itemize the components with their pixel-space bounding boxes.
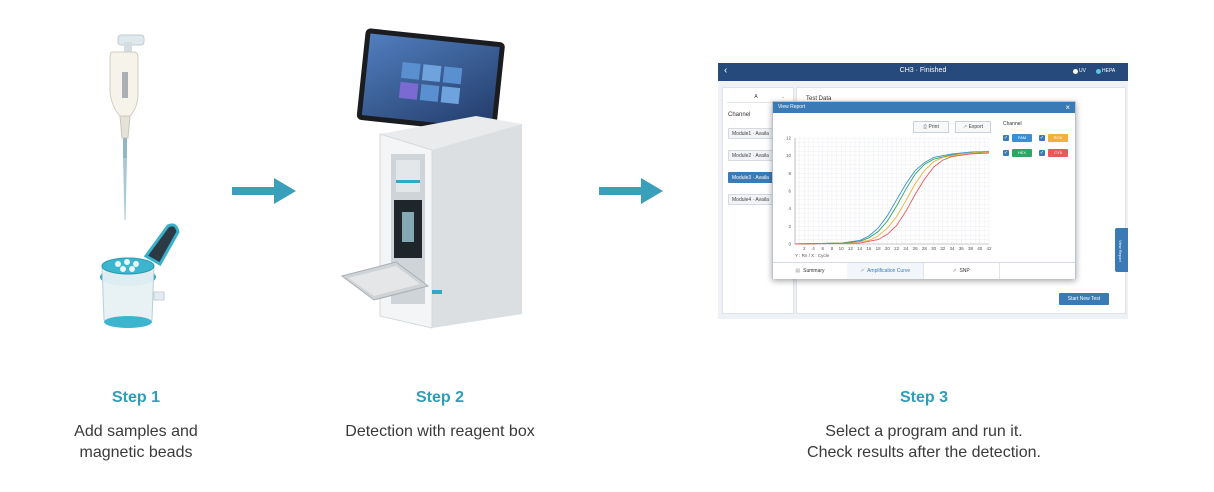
channel-pill-hex[interactable]: HEX [1012, 149, 1032, 157]
checkbox-cy5[interactable]: ✓ [1039, 150, 1045, 156]
step-2-description: Detection with reagent box [345, 423, 535, 440]
series-line-hex [794, 151, 990, 245]
chevron-down-icon: ⌄ [780, 94, 785, 100]
step-1-title: Step 1 [111, 389, 160, 406]
step-1-description: Add samples and magnetic beads [74, 423, 198, 461]
y-tick-label: 0 [788, 242, 791, 247]
x-tick-label: 10 [839, 246, 845, 251]
close-icon[interactable]: × [1065, 103, 1070, 112]
print-button[interactable]: ⎙ Print [913, 121, 949, 133]
x-tick-label: 38 [968, 246, 974, 251]
x-tick-label: 42 [986, 246, 992, 251]
x-tick-label: 40 [977, 246, 983, 251]
checkbox-rox[interactable]: ✓ [1039, 135, 1045, 141]
tab-amplification-curve[interactable]: ↗Amplification Curve [847, 263, 924, 279]
x-tick-label: 4 [812, 246, 815, 251]
uv-icon [1073, 69, 1078, 74]
x-tick-label: 6 [821, 246, 824, 251]
axis-caption: Y : Rn / X : Cycle [795, 253, 830, 258]
step-3-title: Step 3 [899, 389, 948, 406]
channel-pill-fam[interactable]: FAM [1012, 134, 1032, 142]
y-tick-label: 10 [786, 153, 792, 158]
app-header: ‹ CH3 · Finished UV HEPA [718, 63, 1128, 81]
x-tick-label: 32 [940, 246, 946, 251]
software-screenshot: ‹ CH3 · Finished UV HEPA A ⌄ Channel Mod… [718, 63, 1128, 319]
dialog-tabs: ▤Summary ↗Amplification Curve ↗SNP [773, 262, 1075, 279]
export-icon: ↗ [962, 124, 969, 130]
test-data-label: Test Data [806, 96, 832, 102]
checkbox-hex[interactable]: ✓ [1003, 150, 1009, 156]
channel-label: Channel [728, 112, 751, 118]
series-line-fam [794, 150, 990, 245]
snp-icon: ↗ [952, 268, 957, 274]
view-report-dialog: View Report × ⎙ Print ↗ Export Channel ✓… [772, 101, 1076, 279]
app-title: CH3 · Finished [899, 67, 947, 74]
start-new-test-button[interactable]: Start New Test [1059, 293, 1109, 305]
step-3-description: Select a program and run it. Check resul… [807, 423, 1041, 461]
export-button[interactable]: ↗ Export [955, 121, 991, 133]
checkbox-fam[interactable]: ✓ [1003, 135, 1009, 141]
x-tick-label: 34 [950, 246, 956, 251]
x-tick-label: 14 [857, 246, 863, 251]
pipette-and-tube-illustration [100, 34, 180, 328]
series-line-cy5 [794, 152, 990, 245]
y-tick-label: 8 [788, 171, 791, 176]
x-tick-label: 36 [959, 246, 965, 251]
channel-pill-rox[interactable]: ROX [1048, 134, 1068, 142]
view-report-tab[interactable]: View Report [1115, 228, 1128, 272]
channel-pill-cy5[interactable]: CY5 [1048, 149, 1068, 157]
hepa-status: HEPA [1102, 68, 1116, 74]
x-tick-label: 18 [876, 246, 882, 251]
arrow-right-icon [232, 178, 296, 204]
y-tick-label: 12 [786, 136, 792, 141]
fan-icon [1096, 69, 1101, 74]
x-tick-label: 2 [803, 246, 806, 251]
x-tick-label: 24 [903, 246, 909, 251]
x-tick-label: 16 [866, 246, 872, 251]
uv-status: UV [1079, 68, 1086, 74]
y-tick-label: 2 [788, 224, 791, 229]
x-tick-label: 12 [848, 246, 854, 251]
tab-summary[interactable]: ▤Summary [773, 263, 848, 279]
analyzer-instrument-illustration [340, 28, 522, 329]
x-tick-label: 8 [831, 246, 834, 251]
arrow-right-icon [599, 178, 663, 204]
dialog-title: View Report [778, 104, 806, 110]
curve-icon: ↗ [859, 268, 865, 274]
y-tick-label: 6 [788, 189, 791, 194]
series-line-rox [794, 151, 989, 245]
back-arrow-icon[interactable]: ‹ [724, 65, 728, 76]
x-tick-label: 20 [885, 246, 891, 251]
module-selector[interactable]: A ⌄ [727, 92, 785, 103]
printer-icon: ⎙ [923, 124, 929, 130]
step-2-title: Step 2 [415, 389, 464, 406]
tab-snp[interactable]: ↗SNP [923, 263, 1000, 279]
x-tick-label: 30 [931, 246, 937, 251]
summary-icon: ▤ [795, 268, 801, 274]
y-tick-label: 4 [788, 206, 791, 211]
x-tick-label: 26 [913, 246, 919, 251]
x-tick-label: 28 [922, 246, 928, 251]
dialog-header: View Report × [773, 102, 1075, 113]
x-tick-label: 22 [894, 246, 900, 251]
channel-header: Channel [1003, 121, 1022, 127]
